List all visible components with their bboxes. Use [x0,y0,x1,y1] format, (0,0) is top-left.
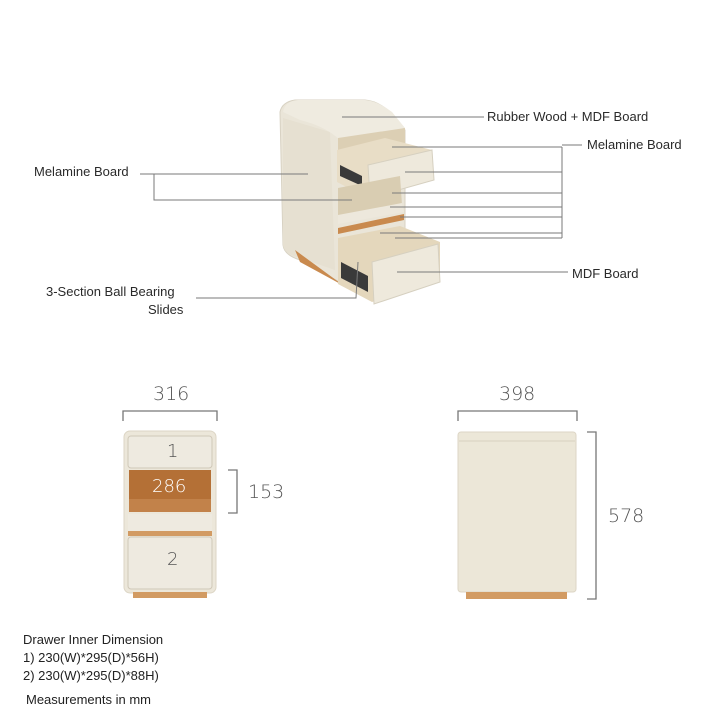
inner-dimension-drawer-1: 1) 230(W)*295(D)*56H) [23,650,159,665]
side-depth-dimension: 398 [499,383,536,405]
drawer-1-label: 1 [167,441,179,462]
callout-melamine-right: Melamine Board [587,137,682,152]
callout-melamine-left: Melamine Board [34,164,129,179]
callout-slides-line2: Slides [148,302,184,317]
units-note: Measurements in mm [26,692,151,707]
callout-rubber-wood: Rubber Wood + MDF Board [487,109,649,124]
inner-dimension-title: Drawer Inner Dimension [23,632,164,647]
callout-slides-line1: 3-Section Ball Bearing [46,284,175,299]
inner-dimension-drawer-2: 2) 230(W)*295(D)*88H) [23,668,159,683]
callout-mdf: MDF Board [572,266,639,281]
front-width-dimension: 316 [153,383,190,405]
opening-height-dimension: 153 [248,481,285,503]
drawer-2-label: 2 [167,549,179,570]
side-height-dimension: 578 [608,505,645,527]
inner-width-dimension: 286 [152,476,187,497]
